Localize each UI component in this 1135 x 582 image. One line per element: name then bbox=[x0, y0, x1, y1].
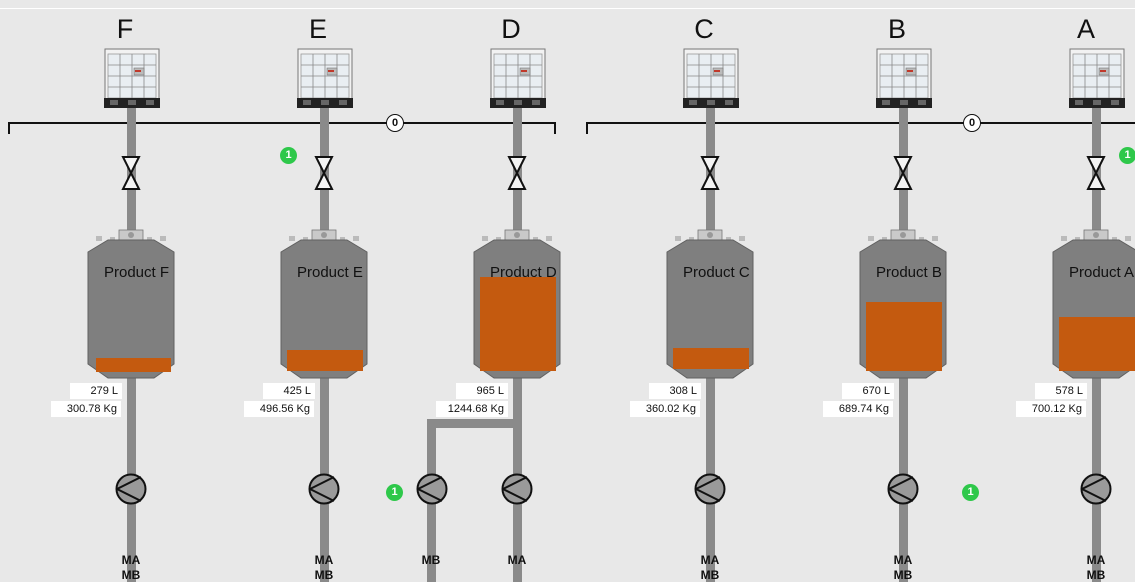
pump-d-ma[interactable] bbox=[501, 473, 533, 505]
mass-readout-e: 496.56 Kg bbox=[244, 401, 314, 417]
tank-fill-level bbox=[96, 358, 171, 372]
tank-fill-level bbox=[287, 350, 363, 371]
manifold-right bbox=[586, 122, 1135, 134]
outlet-label-a-mb: MB bbox=[1086, 568, 1106, 582]
column-letter-f: F bbox=[116, 14, 134, 44]
tank-e[interactable]: Product E bbox=[279, 228, 369, 380]
mass-readout-b: 689.74 Kg bbox=[823, 401, 893, 417]
outlet-label-c-ma: MA bbox=[700, 553, 720, 567]
outlet-label-b-ma: MA bbox=[893, 553, 913, 567]
pump-c[interactable] bbox=[694, 473, 726, 505]
outlet-label-e-mb: MB bbox=[314, 568, 334, 582]
pump-f[interactable] bbox=[115, 473, 147, 505]
ibc-container-c[interactable] bbox=[683, 48, 739, 110]
valve-e[interactable] bbox=[314, 155, 334, 191]
volume-readout-f: 279 L bbox=[70, 383, 122, 399]
manifold-left bbox=[8, 122, 556, 134]
volume-readout-e: 425 L bbox=[263, 383, 315, 399]
volume-readout-c: 308 L bbox=[649, 383, 701, 399]
column-letter-d: D bbox=[501, 14, 521, 44]
ibc-container-f[interactable] bbox=[104, 48, 160, 110]
mass-readout-c: 360.02 Kg bbox=[630, 401, 700, 417]
valve-b[interactable] bbox=[893, 155, 913, 191]
mass-readout-f: 300.78 Kg bbox=[51, 401, 121, 417]
volume-readout-d: 965 L bbox=[456, 383, 508, 399]
pump-a[interactable] bbox=[1080, 473, 1112, 505]
status-badge-manifold-right[interactable]: 1 bbox=[1119, 147, 1135, 164]
ibc-container-b[interactable] bbox=[876, 48, 932, 110]
tank-fill-level bbox=[480, 277, 556, 371]
valve-c[interactable] bbox=[700, 155, 720, 191]
mass-readout-a: 700.12 Kg bbox=[1016, 401, 1086, 417]
ibc-container-d[interactable] bbox=[490, 48, 546, 110]
tank-product-label: Product C bbox=[683, 264, 750, 281]
outlet-label-f-mb: MB bbox=[121, 568, 141, 582]
outlet-label-e-ma: MA bbox=[314, 553, 334, 567]
valve-d[interactable] bbox=[507, 155, 527, 191]
valve-f[interactable] bbox=[121, 155, 141, 191]
volume-readout-b: 670 L bbox=[842, 383, 894, 399]
outlet-label-f-ma: MA bbox=[121, 553, 141, 567]
tank-b[interactable]: Product B bbox=[858, 228, 948, 380]
tank-d[interactable]: Product D bbox=[472, 228, 562, 380]
outlet-label-d-branch: MB bbox=[421, 553, 441, 567]
tank-fill-level bbox=[866, 302, 942, 371]
manifold-right-badge[interactable]: 0 bbox=[963, 114, 981, 132]
column-letter-a: A bbox=[1076, 14, 1095, 44]
column-letter-b: B bbox=[887, 14, 906, 44]
top-divider bbox=[0, 8, 1135, 9]
pump-e[interactable] bbox=[308, 473, 340, 505]
tank-fill-level bbox=[673, 348, 749, 369]
tank-f[interactable]: Product F bbox=[86, 228, 176, 380]
status-badge-pumps-left[interactable]: 1 bbox=[386, 484, 403, 501]
tank-product-label: Product A bbox=[1069, 264, 1135, 281]
tank-product-label: Product B bbox=[876, 264, 942, 281]
pump-d-mb[interactable] bbox=[416, 473, 448, 505]
tank-fill-level bbox=[1059, 317, 1135, 371]
tank-product-label: Product D bbox=[490, 264, 557, 281]
pump-b[interactable] bbox=[887, 473, 919, 505]
outlet-label-d-ma: MA bbox=[507, 553, 527, 567]
column-letter-e: E bbox=[308, 14, 327, 44]
status-badge-manifold-left[interactable]: 1 bbox=[280, 147, 297, 164]
tank-c[interactable]: Product C bbox=[665, 228, 755, 380]
outlet-label-a-ma: MA bbox=[1086, 553, 1106, 567]
outlet-label-c-mb: MB bbox=[700, 568, 720, 582]
ibc-container-a[interactable] bbox=[1069, 48, 1125, 110]
tank-product-label: Product E bbox=[297, 264, 363, 281]
valve-a[interactable] bbox=[1086, 155, 1106, 191]
volume-readout-a: 578 L bbox=[1035, 383, 1087, 399]
tank-product-label: Product F bbox=[104, 264, 170, 281]
outlet-label-b-mb: MB bbox=[893, 568, 913, 582]
ibc-container-e[interactable] bbox=[297, 48, 353, 110]
tank-a[interactable]: Product A bbox=[1051, 228, 1135, 380]
column-letter-c: C bbox=[694, 14, 714, 44]
pipe-d-branch-horizontal bbox=[427, 419, 522, 428]
manifold-left-badge[interactable]: 0 bbox=[386, 114, 404, 132]
mass-readout-d: 1244.68 Kg bbox=[436, 401, 508, 417]
status-badge-pumps-right[interactable]: 1 bbox=[962, 484, 979, 501]
